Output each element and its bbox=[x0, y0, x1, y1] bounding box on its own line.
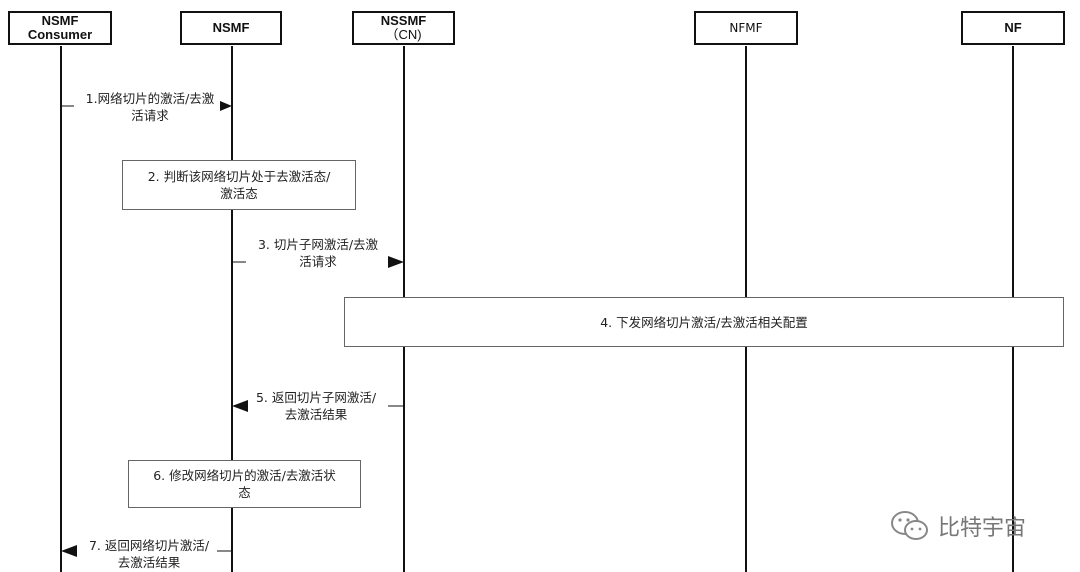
step-2-box: 2. 判断该网络切片处于去激活态/ 激活态 bbox=[122, 160, 356, 210]
participant-nsmf: NSMF bbox=[180, 11, 282, 45]
step-text: 态 bbox=[238, 485, 251, 500]
step-4-box: 4. 下发网络切片激活/去激活相关配置 bbox=[344, 297, 1064, 347]
step-text: 激活态 bbox=[220, 186, 258, 201]
lifeline-nsmf-consumer bbox=[60, 46, 62, 572]
message-text: 5. 返回切片子网激活/ bbox=[255, 390, 377, 405]
message-text: 活请求 bbox=[131, 108, 169, 123]
watermark: 比特宇宙 bbox=[890, 510, 1026, 542]
message-text: 7. 返回网络切片激活/ bbox=[88, 538, 210, 553]
message-3-label: 3. 切片子网激活/去激 活请求 bbox=[240, 236, 396, 270]
step-6-box: 6. 修改网络切片的激活/去激活状 态 bbox=[128, 460, 361, 508]
participant-label: NF bbox=[1004, 20, 1022, 35]
participant-nfmf: NFMF bbox=[694, 11, 798, 45]
participant-label: （CN) bbox=[385, 27, 422, 42]
participant-label: NSSMF bbox=[380, 13, 427, 28]
lifeline-nsmf bbox=[231, 46, 233, 572]
message-5-label: 5. 返回切片子网激活/ 去激活结果 bbox=[238, 389, 394, 423]
message-7-label: 7. 返回网络切片激活/ 去激活结果 bbox=[74, 537, 224, 571]
participant-label: NFMF bbox=[729, 21, 763, 35]
arrow-7-head bbox=[61, 545, 77, 557]
step-text: 2. 判断该网络切片处于去激活态/ bbox=[147, 169, 331, 184]
message-text: 1.网络切片的激活/去激 bbox=[85, 91, 215, 106]
watermark-text: 比特宇宙 bbox=[938, 516, 1027, 541]
participant-nsmf-consumer: NSMF Consumer bbox=[8, 11, 112, 45]
participant-label: Consumer bbox=[27, 27, 93, 42]
participant-label: NSMF bbox=[212, 20, 250, 35]
wechat-icon bbox=[891, 511, 928, 540]
message-1-label: 1.网络切片的激活/去激 活请求 bbox=[70, 90, 230, 124]
message-text: 去激活结果 bbox=[284, 407, 348, 422]
participant-nf: NF bbox=[961, 11, 1065, 45]
arrow-1-head bbox=[220, 101, 232, 111]
message-text: 去激活结果 bbox=[117, 555, 181, 570]
message-text: 3. 切片子网激活/去激 bbox=[257, 237, 379, 252]
step-text: 6. 修改网络切片的激活/去激活状 bbox=[153, 468, 336, 483]
participant-nssmf: NSSMF （CN) bbox=[352, 11, 455, 45]
arrow-5-head bbox=[232, 400, 248, 412]
message-text: 活请求 bbox=[299, 254, 337, 269]
step-text: 4. 下发网络切片激活/去激活相关配置 bbox=[600, 314, 808, 330]
arrow-3-head bbox=[388, 256, 404, 268]
participant-label: NSMF bbox=[41, 13, 79, 28]
